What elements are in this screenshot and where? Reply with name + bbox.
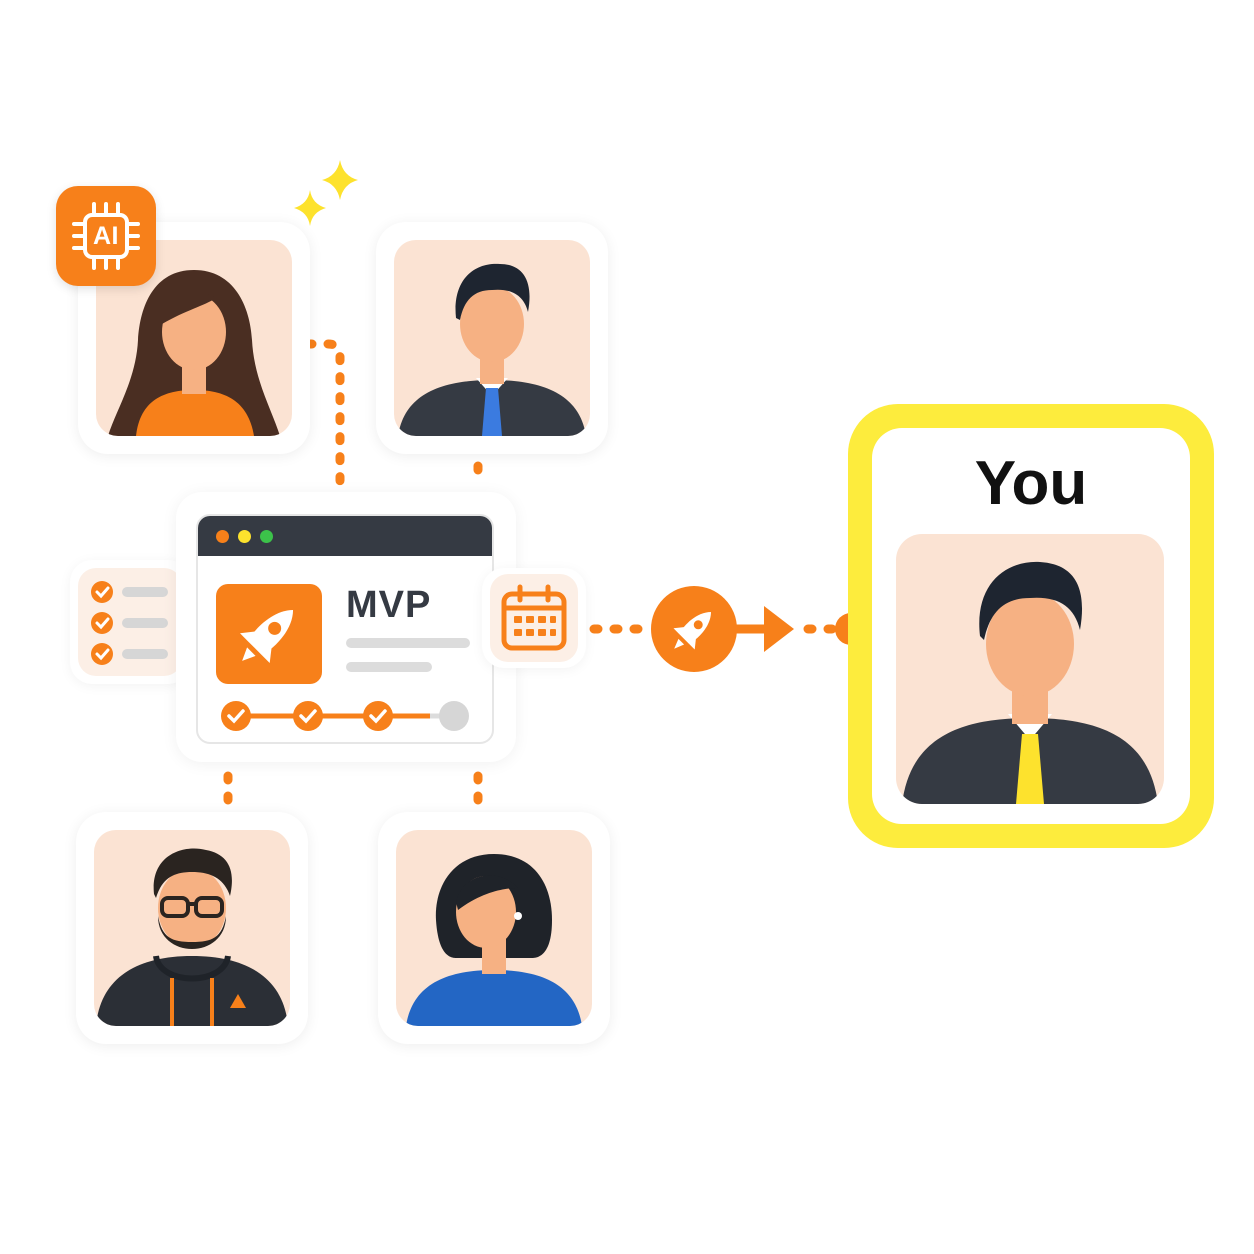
window-dot-yellow (238, 530, 251, 543)
arrow-head (764, 606, 794, 652)
ai-badge-label: AI (93, 222, 119, 250)
progress-step-pending (439, 701, 469, 731)
team-member-tile-woman-bob (378, 812, 610, 1044)
ai-chip-icon: AI (56, 186, 156, 286)
man-avatar (398, 263, 586, 436)
team-member-tile-bearded-man (76, 812, 308, 1044)
you-title: You (974, 449, 1088, 518)
you-avatar-frame (896, 534, 1164, 804)
progress-step-done (221, 701, 251, 731)
you-avatar (902, 561, 1158, 804)
window-dot-green (260, 530, 273, 543)
rocket-icon (216, 584, 322, 684)
launch-rocket-icon (673, 612, 711, 650)
sparkle-icon-large (322, 160, 358, 200)
sparkle-icon-small (294, 190, 326, 226)
progress-tracker (221, 701, 469, 731)
checklist-card (78, 568, 182, 676)
woman-avatar (108, 270, 280, 436)
text-placeholder-line (346, 638, 470, 648)
window-dot-orange (216, 530, 229, 543)
mvp-title: MVP (346, 584, 432, 626)
window-titlebar (198, 516, 492, 556)
checklist-icon (91, 581, 168, 665)
connector-woman (303, 339, 345, 493)
calendar-card (490, 574, 578, 662)
team-member-tile-man (376, 222, 608, 454)
calendar-icon (501, 584, 567, 651)
progress-step-done (363, 701, 393, 731)
progress-step-done (293, 701, 323, 731)
woman-bob-avatar (406, 854, 582, 1026)
chip-outline (83, 213, 129, 259)
team-member-tile-woman (78, 222, 310, 454)
bearded-man-avatar (96, 848, 288, 1026)
text-placeholder-line (346, 662, 432, 672)
mvp-window: MVP (196, 514, 494, 744)
